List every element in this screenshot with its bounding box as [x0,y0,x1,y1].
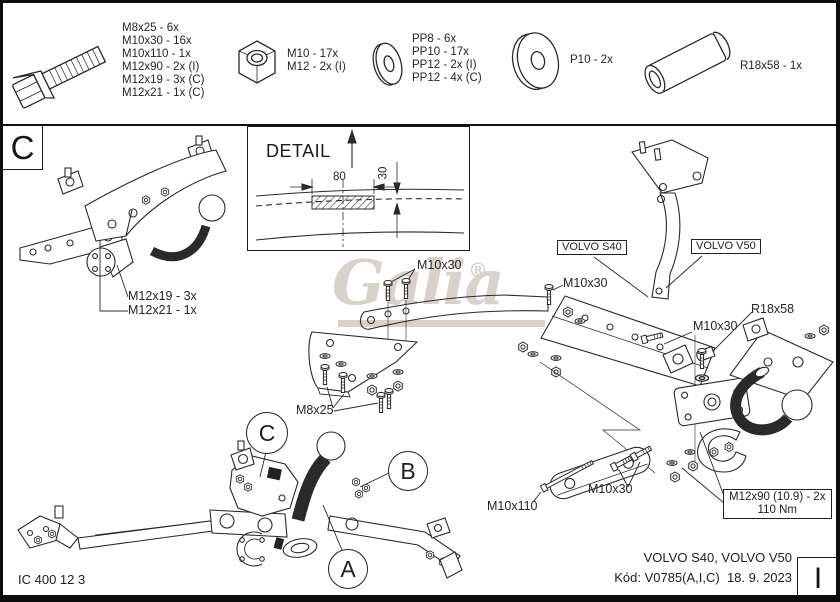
legend-line: PP12 - 4x (C) [412,72,482,84]
nut-legend-list: M10 - 17x M12 - 2x (I) [287,48,346,74]
callout-m8x25: M8x25 [296,403,334,417]
right-exploded-drawing [518,139,834,504]
callout-m10x110: M10x110 [487,499,538,513]
view-marker-c: C [246,412,288,454]
registered-mark-icon: ® [468,258,488,282]
brand-watermark-underline [338,320,545,327]
legend-line: M10x110 - 1x [122,48,191,60]
legend-line: M10x30 - 16x [122,35,192,47]
view-marker-corner-c: C [3,126,43,170]
hex-nut-icon [233,38,281,88]
callout-m12x19: M12x19 - 3x [128,289,197,303]
torque-note-line2: 110 Nm [757,504,797,516]
section-divider [0,124,840,126]
detail-view-box [247,126,470,251]
large-washer-icon [508,28,564,94]
detail-width-dimension: 80 [333,171,346,183]
washer-icon [368,36,408,92]
c-view-drawing [19,135,227,312]
footer-code-date: Kód: V0785(A,I,C) 18. 9. 2023 [614,570,792,585]
big-washer-legend-list: P10 - 2x [570,54,613,67]
callout-m10x30-bracket: M10x30 [693,319,738,333]
detail-title: DETAIL [266,141,331,161]
torque-note-line1: M12x90 (10.9) - 2x [729,491,826,503]
hex-bolt-icon [8,24,120,112]
detail-drawing [255,129,465,247]
legend-line: M10 - 17x [287,48,339,60]
border-top [0,0,840,3]
legend-line: R18x58 - 1x [740,60,803,72]
footer-models: VOLVO S40, VOLVO V50 [643,550,792,565]
legend-line: M12x19 - 3x (C) [122,74,205,86]
legend-line: M12 - 2x (I) [287,61,346,73]
callout-r18x58: R18x58 [751,302,795,316]
border-bottom [0,595,840,602]
legend-line: PP8 - 6x [412,33,457,45]
spacer-legend-list: R18x58 - 1x [740,60,802,73]
detail-height-dimension: 30 [377,166,390,180]
legend-line: PP10 - 17x [412,46,469,58]
assembled-view-drawing [17,391,463,579]
bolt-legend-list: M8x25 - 6x M10x30 - 16x M10x110 - 1x M12… [122,22,204,100]
legend-line: P10 - 2x [570,54,613,66]
border-left [0,0,3,602]
view-marker-corner-i: I [797,557,838,600]
view-marker-a: A [328,549,368,589]
label-volvo-s40: VOLVO S40 [557,240,627,255]
callout-m10x30-beam: M10x30 [563,276,608,290]
legend-line: PP12 - 2x (I) [412,59,477,71]
torque-note-box: M12x90 (10.9) - 2x 110 Nm [723,489,832,519]
center-exploded-drawing [308,268,549,412]
document-code: IC 400 12 3 [18,572,86,587]
label-volvo-v50: VOLVO V50 [691,239,761,254]
legend-line: M12x90 - 2x (I) [122,61,200,73]
washer-legend-list: PP8 - 6x PP10 - 17x PP12 - 2x (I) PP12 -… [412,33,482,85]
spacer-tube-icon [636,24,738,102]
border-right [836,0,840,602]
view-marker-b: B [388,451,428,491]
callout-m12x21: M12x21 - 1x [128,303,197,317]
callout-m10x30-lower: M10x30 [588,482,633,496]
legend-line: M8x25 - 6x [122,22,179,34]
legend-line: M12x21 - 1x (C) [122,87,205,99]
callout-m10x30-arm: M10x30 [417,258,462,272]
